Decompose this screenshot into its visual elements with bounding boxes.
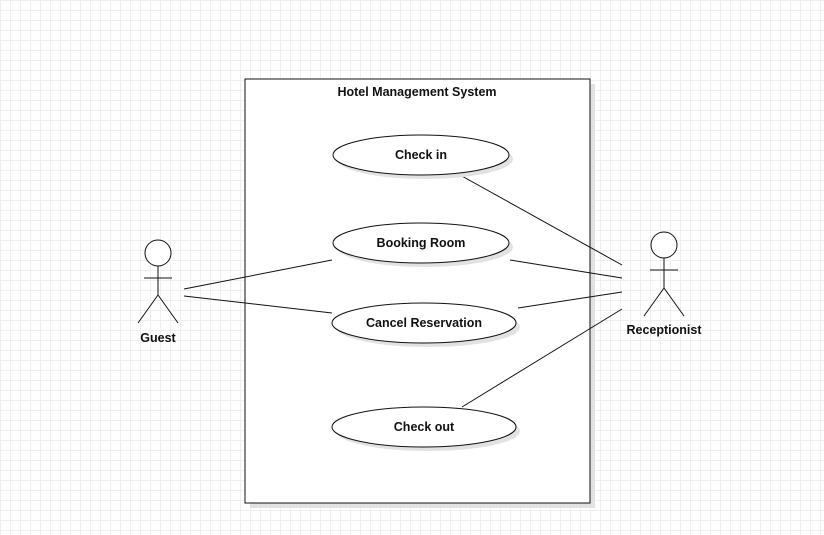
actor-receptionist-label: Receptionist: [626, 323, 702, 337]
actor-guest[interactable]: [137, 239, 179, 324]
use-case-check-in[interactable]: Check in: [332, 134, 513, 179]
use-case-label: Cancel Reservation: [366, 316, 482, 330]
use-case-label: Booking Room: [377, 236, 466, 250]
association-guest-booking-room[interactable]: [183, 259, 333, 290]
use-case-ellipse: [331, 302, 517, 344]
actor-receptionist[interactable]: [643, 231, 685, 317]
system-title: Hotel Management System: [337, 85, 496, 99]
use-case-check-out[interactable]: Check out: [331, 406, 520, 451]
association-receptionist-check-out[interactable]: [461, 308, 623, 408]
use-case-booking-room[interactable]: Booking Room: [332, 222, 513, 267]
actor-leg-left: [137, 294, 159, 324]
actor-guest-label: Guest: [140, 331, 176, 345]
actor-head: [650, 231, 678, 259]
use-case-cancel-reservation[interactable]: Cancel Reservation: [331, 302, 520, 347]
use-case-label: Check in: [395, 148, 447, 162]
use-case-ellipse: [331, 406, 517, 448]
actor-head: [144, 239, 172, 267]
actor-leg-right: [663, 287, 685, 317]
association-receptionist-check-in[interactable]: [459, 174, 623, 266]
associations: [183, 174, 623, 408]
use-case-ellipse: [332, 222, 510, 264]
use-case-label: Check out: [394, 420, 455, 434]
association-receptionist-cancel-reservation[interactable]: [517, 291, 623, 309]
association-guest-cancel-reservation[interactable]: [183, 295, 333, 314]
actor-leg-left: [643, 287, 665, 317]
use-case-ellipse: [332, 134, 510, 176]
actor-leg-right: [157, 294, 179, 324]
association-receptionist-booking-room[interactable]: [509, 259, 623, 279]
